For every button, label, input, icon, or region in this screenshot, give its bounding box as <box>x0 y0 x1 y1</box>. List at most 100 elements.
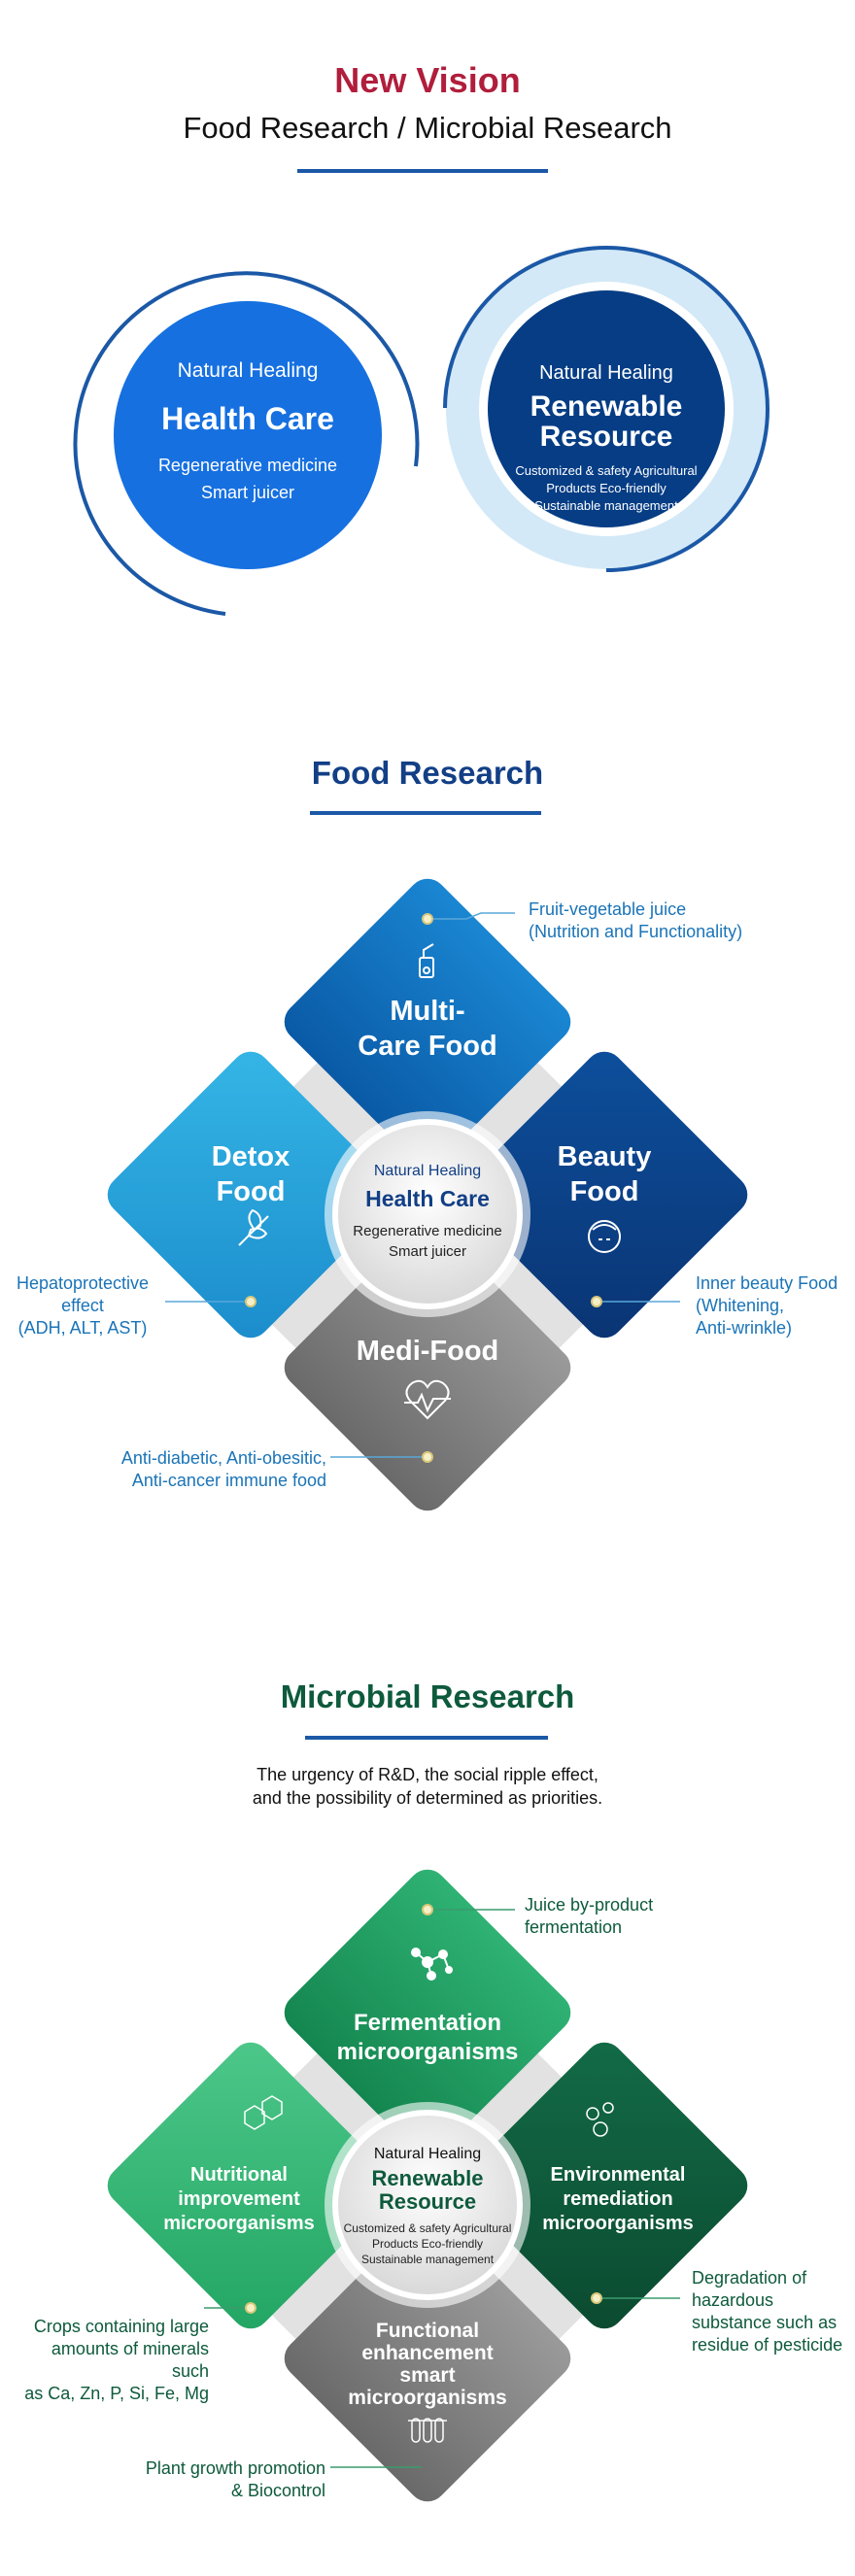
beauty-food-label-2: Food <box>570 1176 639 1207</box>
nutritional-tile <box>107 2042 394 2329</box>
microbial-center-title-1: Renewable <box>372 2166 484 2190</box>
microbe-icon <box>586 2102 614 2137</box>
environmental-dot <box>591 2292 602 2304</box>
food-callout-right: Inner beauty Food (Whitening, Anti-wrink… <box>696 1272 855 1339</box>
food-center-tag: Natural Healing <box>374 1163 481 1179</box>
face-icon <box>588 1220 621 1253</box>
detox-food-dot <box>245 1296 256 1307</box>
test-tube-icon <box>408 2418 447 2443</box>
molecule-icon <box>411 1948 453 1981</box>
fermentation-dot <box>422 1904 433 1915</box>
nutritional-label-3: microorganisms <box>163 2213 315 2234</box>
functional-label-3: smart <box>399 2364 455 2387</box>
microbial-center-line3: Sustainable management <box>361 2253 495 2266</box>
functional-label-4: microorganisms <box>348 2387 506 2409</box>
renewable-line1: Customized & safety Agricultural <box>515 463 697 478</box>
micro-callout-right-line2: hazardous <box>692 2290 774 2310</box>
micro-callout-left-line1: Crops containing large <box>33 2317 209 2336</box>
medi-food-label: Medi-Food <box>357 1336 499 1367</box>
microbial-research-title: Microbial Research <box>280 1678 575 1714</box>
food-callout-top: Fruit-vegetable juice (Nutrition and Fun… <box>529 898 820 943</box>
food-callout-bottom: Anti-diabetic, Anti-obesitic, Anti-cance… <box>58 1447 326 1492</box>
multi-care-food-dot <box>422 913 433 925</box>
environmental-tile <box>461 2042 748 2329</box>
food-center-line1: Regenerative medicine <box>353 1223 501 1239</box>
micro-callout-bottom: Plant growth promotion & Biocontrol <box>78 2457 325 2502</box>
renewable-title-1: Renewable <box>530 390 683 423</box>
heart-pulse-icon <box>404 1379 451 1420</box>
food-callout-right-line2: (Whitening, <box>696 1296 785 1315</box>
micro-callout-right-line3: substance such as <box>692 2313 838 2332</box>
functional-label-2: enhancement <box>361 2342 493 2364</box>
microbial-research-underline <box>305 1736 548 1740</box>
food-center-circle <box>332 1119 523 1309</box>
microbial-center-line2: Products Eco-friendly <box>372 2237 483 2251</box>
renewable-line3: Sustainable management <box>534 498 678 513</box>
detox-food-tile <box>107 1051 394 1339</box>
health-care-ring <box>73 271 420 616</box>
herb-icon <box>238 1208 269 1246</box>
hexagon-icon <box>244 2095 283 2130</box>
microbial-diagram: Natural Healing Renewable Resource Custo… <box>107 1869 748 2502</box>
health-care-line2: Smart juicer <box>201 483 294 502</box>
food-research-title: Food Research <box>311 755 544 791</box>
vision-diagram: Natural Healing Health Care Regenerative… <box>73 246 770 616</box>
micro-callout-bottom-line2: & Biocontrol <box>230 2481 325 2500</box>
beauty-food-label-1: Beauty <box>558 1141 652 1172</box>
health-care-tag: Natural Healing <box>178 359 319 382</box>
nutritional-dot <box>245 2302 256 2314</box>
renewable-tag: Natural Healing <box>539 362 673 384</box>
food-callout-line-top <box>433 912 515 920</box>
food-diagram: Natural Healing Health Care Regenerative… <box>107 878 748 1511</box>
beauty-food-tile <box>461 1051 748 1339</box>
micro-callout-right: Degradation of hazardous substance such … <box>692 2267 855 2356</box>
micro-callout-top-line1: Juice by-product <box>525 1895 654 1915</box>
environmental-label-2: remediation <box>563 2188 672 2210</box>
micro-callout-left-line2: amounts of minerals such <box>51 2339 209 2381</box>
food-callout-top-line2: (Nutrition and Functionality) <box>529 922 743 941</box>
food-center-title: Health Care <box>365 1186 490 1211</box>
micro-callout-left-line3: as Ca, Zn, P, Si, Fe, Mg <box>24 2384 209 2403</box>
food-callout-top-line1: Fruit-vegetable juice <box>529 899 687 919</box>
microbial-center-circle <box>332 2110 523 2300</box>
food-callout-bottom-line2: Anti-cancer immune food <box>131 1471 326 1490</box>
vision-title-underline <box>297 169 548 173</box>
fermentation-label-2: microorganisms <box>337 2039 519 2065</box>
food-callout-left-line2: effect <box>61 1296 104 1315</box>
renewable-circle <box>488 290 725 527</box>
nutritional-label-2: improvement <box>178 2188 300 2210</box>
food-callout-left-line1: Hepatoprotective <box>16 1273 150 1293</box>
micro-callout-bottom-line1: Plant growth promotion <box>145 2458 325 2478</box>
food-callout-left: Hepatoprotective effect (ADH, ALT, AST) <box>0 1272 165 1339</box>
nutritional-label-1: Nutritional <box>190 2164 288 2186</box>
multi-care-food-label-1: Multi- <box>390 996 464 1027</box>
health-care-circle <box>114 301 382 569</box>
multi-care-food-label-2: Care Food <box>358 1031 496 1062</box>
beauty-food-dot <box>591 1296 602 1307</box>
microbial-description-line2: and the possibility of determined as pri… <box>252 1788 603 1808</box>
functional-tile <box>284 2215 571 2502</box>
microbial-description: The urgency of R&D, the social ripple ef… <box>0 1763 855 1810</box>
fermentation-tile <box>284 1869 571 2156</box>
renewable-title-2: Resource <box>540 421 673 453</box>
environmental-label-1: Environmental <box>551 2164 686 2186</box>
microbial-description-line1: The urgency of R&D, the social ripple ef… <box>256 1765 598 1784</box>
functional-label-1: Functional <box>376 2320 479 2342</box>
micro-callout-top: Juice by-product fermentation <box>525 1894 816 1939</box>
detox-food-label-2: Food <box>217 1176 286 1207</box>
micro-callout-right-line4: residue of pesticide <box>692 2335 843 2355</box>
health-care-line1: Regenerative medicine <box>158 456 337 475</box>
microbial-center-line1: Customized & safety Agricultural <box>344 2221 512 2235</box>
fermentation-label-1: Fermentation <box>354 2010 501 2036</box>
food-callout-right-line3: Anti-wrinkle) <box>696 1318 793 1338</box>
food-callout-left-line3: (ADH, ALT, AST) <box>17 1318 148 1338</box>
food-callout-bottom-line1: Anti-diabetic, Anti-obesitic, <box>120 1448 326 1468</box>
vision-subtitle: Food Research / Microbial Research <box>183 111 672 145</box>
multi-care-food-tile <box>284 878 571 1166</box>
juicer-icon <box>419 943 434 978</box>
micro-callout-left: Crops containing large amounts of minera… <box>10 2316 209 2405</box>
vision-title: New Vision <box>334 60 521 100</box>
renewable-ring <box>443 246 770 572</box>
microbial-center-title-2: Resource <box>379 2189 476 2214</box>
health-care-title: Health Care <box>161 401 334 436</box>
